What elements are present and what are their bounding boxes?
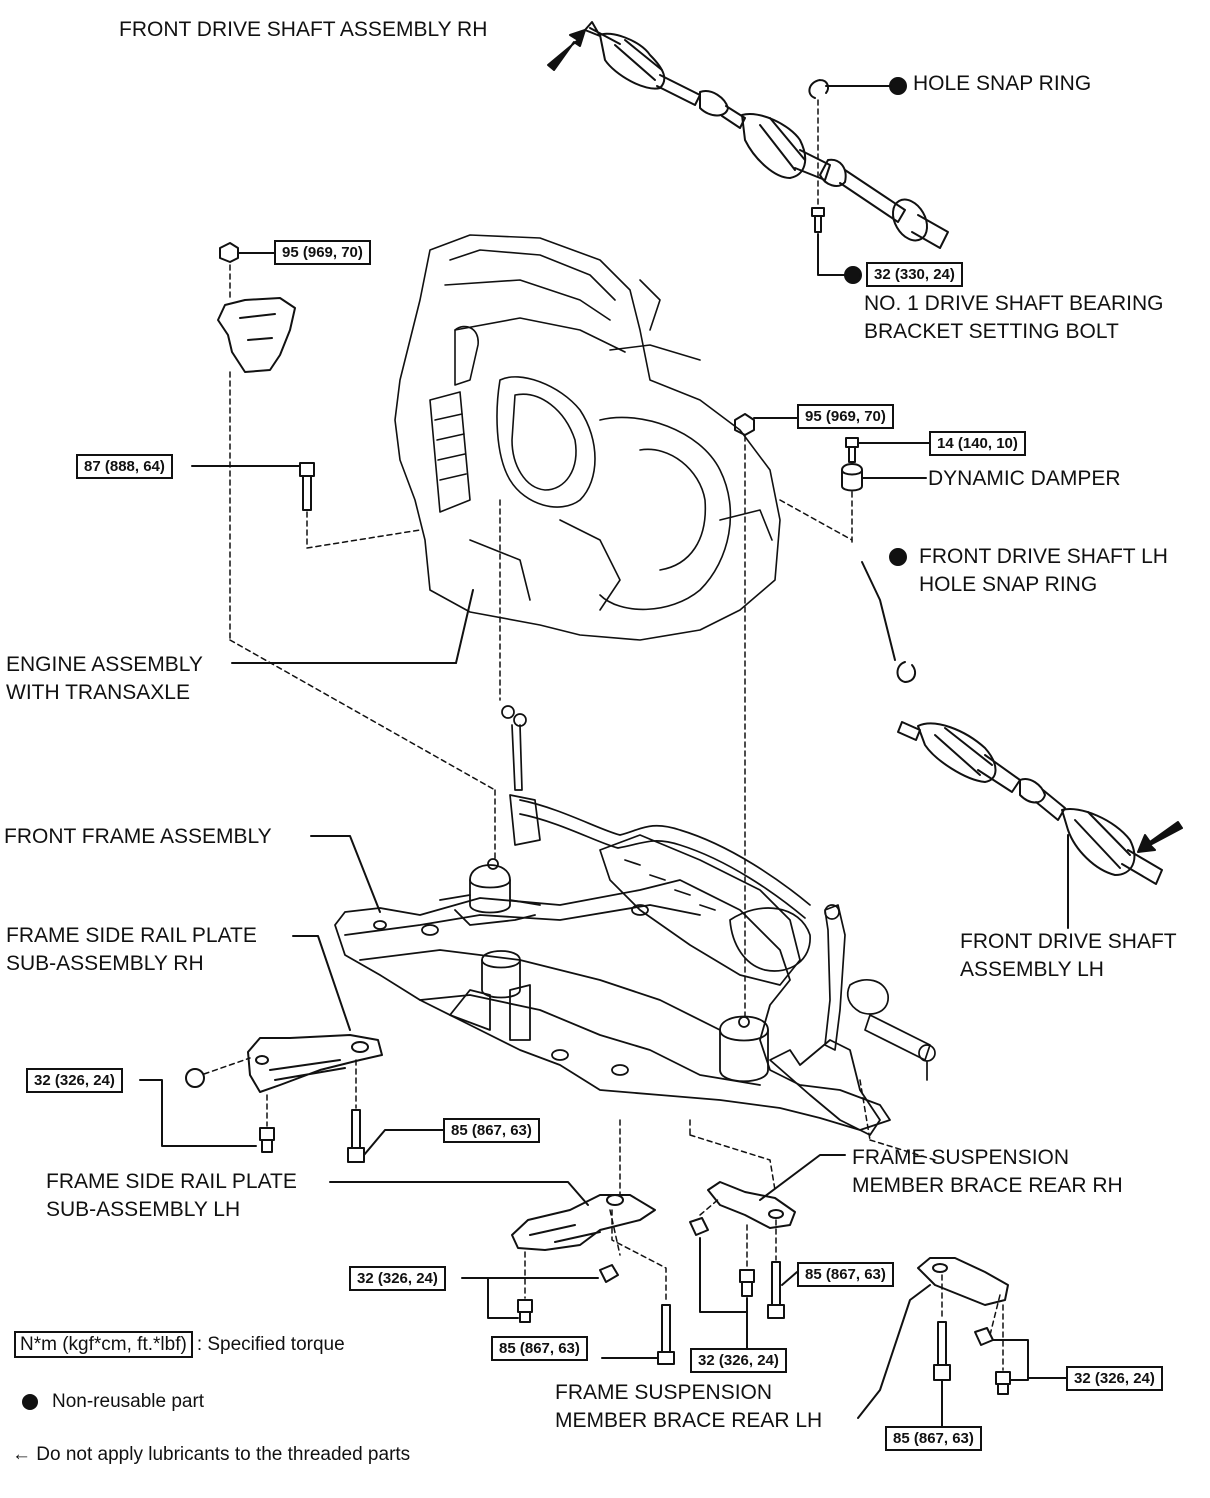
brace-rh-nut-icon — [689, 1217, 709, 1236]
rail-lh-small-bolt-icon — [517, 1299, 533, 1323]
label-dynamic-damper: DYNAMIC DAMPER — [928, 467, 1121, 490]
arrow-rh-shaft — [547, 29, 586, 71]
torque-brace-rh-long: 85 (867, 63) — [797, 1262, 894, 1287]
label-front-drive-shaft-lh-line2: ASSEMBLY LH — [960, 958, 1104, 981]
front-frame-assembly — [334, 858, 891, 1136]
torque-upper-left-mount: 95 (969, 70) — [274, 240, 371, 265]
brace-rh-small-bolt-icon — [739, 1269, 755, 1297]
legend-nonreusable-text: Non-reusable part — [52, 1391, 205, 1412]
rail-rh-long-bolt-icon — [347, 1109, 365, 1163]
rail-lh-nut-icon — [599, 1264, 619, 1283]
engine-mount-bolt-left-icon — [299, 462, 315, 511]
legend-lubricant-text: Do not apply lubricants to the threaded … — [36, 1444, 411, 1465]
arrow-left-icon: ← — [12, 1444, 31, 1465]
brace-lh-long-bolt-icon — [933, 1321, 951, 1381]
bearing-bracket-bolt-icon — [811, 207, 825, 233]
label-engine-line1: ENGINE ASSEMBLY — [6, 653, 203, 676]
legend-torque-text: : Specified torque — [196, 1334, 345, 1355]
engine-mount-nut-left-icon — [219, 242, 239, 263]
frame-side-rail-plate-lh — [511, 1194, 656, 1251]
label-brace-rear-rh-line1: FRAME SUSPENSION — [852, 1146, 1070, 1169]
brace-lh-small-bolt-icon — [995, 1371, 1011, 1395]
rail-rh-small-bolt-icon — [259, 1127, 275, 1153]
label-bearing-bolt-line1: NO. 1 DRIVE SHAFT BEARING — [864, 292, 1164, 315]
legend-torque-box: N*m (kgf*cm, ft.*lbf) — [14, 1331, 193, 1358]
label-engine-line2: WITH TRANSAXLE — [6, 681, 190, 704]
legend-torque: N*m (kgf*cm, ft.*lbf): Specified torque — [14, 1331, 345, 1358]
label-brace-rear-lh-line2: MEMBER BRACE REAR LH — [555, 1409, 823, 1432]
damper-bolt-icon — [845, 437, 859, 463]
rail-rh-nut-icon — [185, 1068, 205, 1088]
arrow-lh-shaft — [1137, 821, 1183, 853]
label-side-rail-lh-line2: SUB-ASSEMBLY LH — [46, 1198, 241, 1221]
hole-snap-ring-icon — [808, 79, 829, 99]
dynamic-damper-icon — [841, 463, 863, 492]
nonreusable-dot-snap-ring — [889, 77, 907, 95]
legend-lubricant: ← Do not apply lubricants to the threade… — [12, 1443, 410, 1467]
front-drive-shaft-rh — [584, 21, 949, 249]
torque-left-mount-bolt: 87 (888, 64) — [76, 454, 173, 479]
label-brace-rear-lh-line1: FRAME SUSPENSION — [555, 1381, 773, 1404]
label-hole-snap-ring: HOLE SNAP RING — [913, 72, 1092, 95]
frame-suspension-member-brace-rear-lh — [917, 1257, 1009, 1306]
front-drive-shaft-lh — [897, 721, 1163, 885]
label-front-drive-shaft-rh: FRONT DRIVE SHAFT ASSEMBLY RH — [119, 18, 488, 41]
torque-brace-lh-long: 85 (867, 63) — [885, 1426, 982, 1451]
engine-assembly-with-transaxle — [394, 234, 781, 641]
nonreusable-dot-lh-snap-ring — [889, 548, 907, 566]
torque-rail-lh-long: 85 (867, 63) — [491, 1336, 588, 1361]
label-lh-snap-ring-line1: FRONT DRIVE SHAFT LH — [919, 545, 1168, 568]
engine-mount-nut-right-icon — [734, 413, 755, 436]
torque-right-mount-nut: 95 (969, 70) — [797, 404, 894, 429]
label-brace-rear-rh-line2: MEMBER BRACE REAR RH — [852, 1174, 1123, 1197]
engine-mount-bracket-left — [217, 297, 296, 373]
torque-rail-rh-long: 85 (867, 63) — [443, 1118, 540, 1143]
legend-nonreusable-dot — [22, 1394, 38, 1410]
label-side-rail-rh-line2: SUB-ASSEMBLY RH — [6, 952, 204, 975]
label-lh-snap-ring-line2: HOLE SNAP RING — [919, 573, 1098, 596]
label-bearing-bolt-line2: BRACKET SETTING BOLT — [864, 320, 1119, 343]
rail-lh-long-bolt-icon — [657, 1304, 675, 1365]
label-side-rail-rh-line1: FRAME SIDE RAIL PLATE — [6, 924, 257, 947]
torque-rail-lh-small: 32 (326, 24) — [349, 1266, 446, 1291]
label-front-frame-assembly: FRONT FRAME ASSEMBLY — [4, 825, 272, 848]
label-side-rail-lh-line1: FRAME SIDE RAIL PLATE — [46, 1170, 297, 1193]
stabilizer-and-steering — [501, 705, 936, 1081]
torque-brace-rh-small: 32 (326, 24) — [690, 1348, 787, 1373]
torque-brace-lh-small: 32 (326, 24) — [1066, 1366, 1163, 1391]
brace-rh-long-bolt-icon — [767, 1261, 785, 1319]
nonreusable-dot-bearing-bolt — [844, 266, 862, 284]
torque-damper-bolt: 14 (140, 10) — [929, 431, 1026, 456]
frame-suspension-member-brace-rear-rh — [707, 1181, 796, 1229]
torque-rail-rh-small: 32 (326, 24) — [26, 1068, 123, 1093]
label-front-drive-shaft-lh-line1: FRONT DRIVE SHAFT — [960, 930, 1177, 953]
brace-lh-nut-icon — [974, 1327, 994, 1346]
frame-side-rail-plate-rh — [247, 1034, 383, 1093]
lh-hole-snap-ring-icon — [896, 661, 917, 683]
legend-nonreusable: Non-reusable part — [52, 1390, 204, 1414]
torque-bearing-bolt: 32 (330, 24) — [866, 262, 963, 287]
